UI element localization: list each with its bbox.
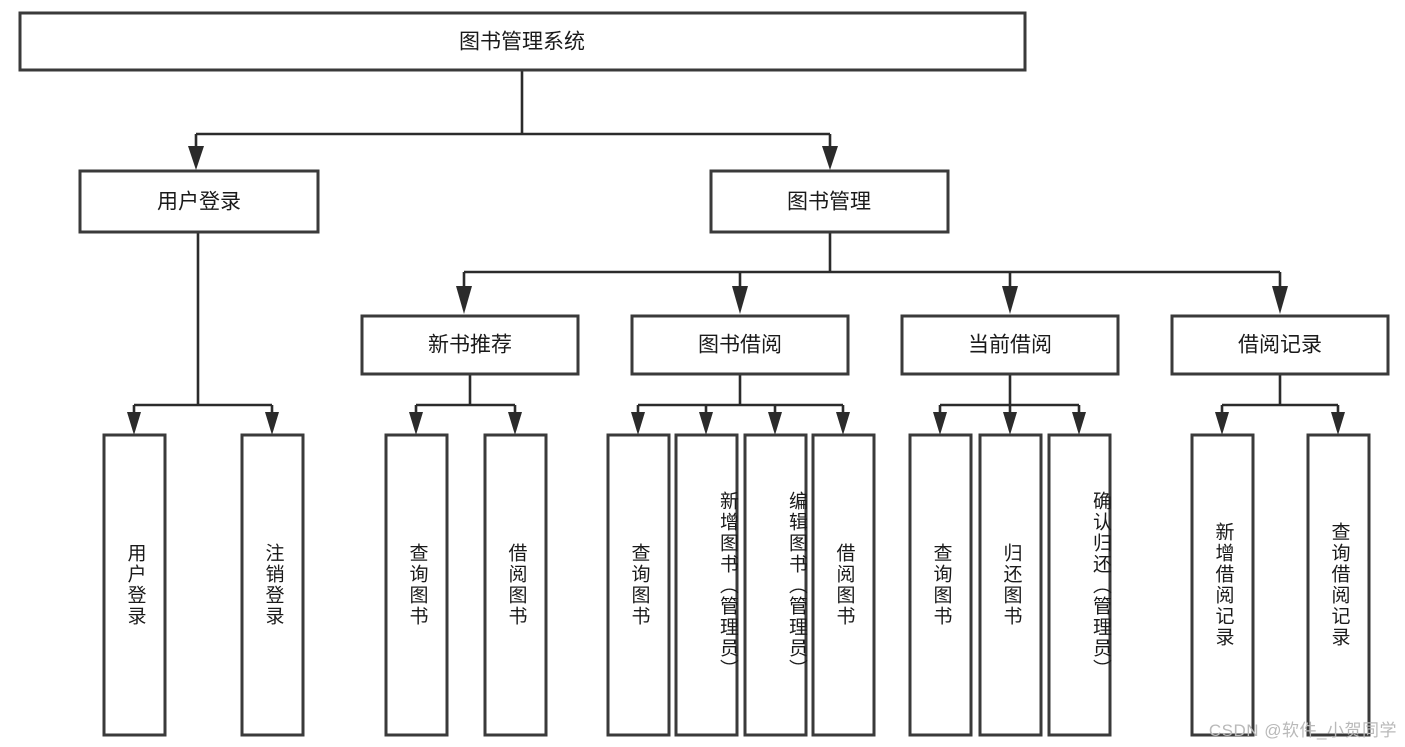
node-level2-currentborrow-box[interactable] bbox=[900, 314, 1120, 376]
arrow-head-userlogin bbox=[188, 146, 204, 170]
node-leaf-box[interactable] bbox=[978, 433, 1043, 737]
csdn-watermark: CSDN @软件_小贺同学 bbox=[1208, 721, 1397, 740]
node-leaf-box[interactable] bbox=[1047, 433, 1112, 737]
node-level2-newbook-label: 新书推荐 bbox=[428, 334, 512, 357]
connector-group-bookmgmt bbox=[456, 232, 1288, 314]
node-leaf-box[interactable] bbox=[240, 433, 305, 737]
node-level2-bookborrow-label: 图书借阅 bbox=[698, 334, 782, 357]
node-leaf-box[interactable] bbox=[606, 433, 671, 737]
node-level2-borrowrecords-label: 借阅记录 bbox=[1238, 334, 1322, 357]
node-root-box[interactable] bbox=[18, 11, 1027, 72]
node-leaf-box[interactable] bbox=[384, 433, 449, 737]
arrow-head-leaf-userlogin-1 bbox=[127, 412, 141, 435]
node-leaf-box[interactable] bbox=[743, 433, 808, 737]
node-level2-currentborrow-label: 当前借阅 bbox=[968, 334, 1052, 357]
node-level1-bookmgmt-box[interactable] bbox=[709, 169, 950, 234]
arrow-head-leaf-borrowrecords-1 bbox=[1215, 412, 1229, 435]
connector-group-root bbox=[188, 70, 838, 170]
arrow-head-leaf-bookborrow-1 bbox=[631, 412, 645, 435]
node-leaf-box[interactable] bbox=[102, 433, 167, 737]
node-leaf-box[interactable] bbox=[674, 433, 739, 737]
connector-group-currentborrow-leaves bbox=[933, 374, 1086, 435]
arrow-head-leaf-bookborrow-3 bbox=[768, 412, 782, 435]
node-level2-borrowrecords-box[interactable] bbox=[1170, 314, 1390, 376]
arrow-head-leaf-currentborrow-1 bbox=[933, 412, 947, 435]
node-level2-newbook-box[interactable] bbox=[360, 314, 580, 376]
arrow-head-leaf-newbook-1 bbox=[409, 412, 423, 435]
arrow-head-leaf-currentborrow-3 bbox=[1072, 412, 1086, 435]
arrow-head-leaf-newbook-2 bbox=[508, 412, 522, 435]
arrow-head-newbook bbox=[456, 286, 472, 314]
arrow-head-leaf-userlogin-2 bbox=[265, 412, 279, 435]
arrow-head-borrowrecords bbox=[1272, 286, 1288, 314]
connector-group-userlogin-leaves bbox=[127, 232, 279, 435]
node-level1-userlogin-label: 用户登录 bbox=[157, 191, 241, 214]
connector-group-borrowrecords-leaves bbox=[1215, 374, 1345, 435]
arrow-head-bookborrow bbox=[732, 286, 748, 314]
node-leaf-box[interactable] bbox=[1306, 433, 1371, 737]
arrow-head-leaf-borrowrecords-2 bbox=[1331, 412, 1345, 435]
arrow-head-bookmgmt bbox=[822, 146, 838, 170]
arrow-head-currentborrow bbox=[1002, 286, 1018, 314]
node-leaf-box[interactable] bbox=[1190, 433, 1255, 737]
node-level2-bookborrow-box[interactable] bbox=[630, 314, 850, 376]
connector-group-newbook-leaves bbox=[409, 374, 522, 435]
arrow-head-leaf-bookborrow-4 bbox=[836, 412, 850, 435]
node-level1-bookmgmt-label: 图书管理 bbox=[787, 191, 871, 214]
node-leaf-box[interactable] bbox=[483, 433, 548, 737]
node-root-label: 图书管理系统 bbox=[459, 31, 585, 54]
node-level1-userlogin-box[interactable] bbox=[78, 169, 320, 234]
connector-group-bookborrow-leaves bbox=[631, 374, 850, 435]
arrow-head-leaf-bookborrow-2 bbox=[699, 412, 713, 435]
node-leaf-box[interactable] bbox=[811, 433, 876, 737]
arrow-head-leaf-currentborrow-2 bbox=[1003, 412, 1017, 435]
node-leaf-box[interactable] bbox=[908, 433, 973, 737]
